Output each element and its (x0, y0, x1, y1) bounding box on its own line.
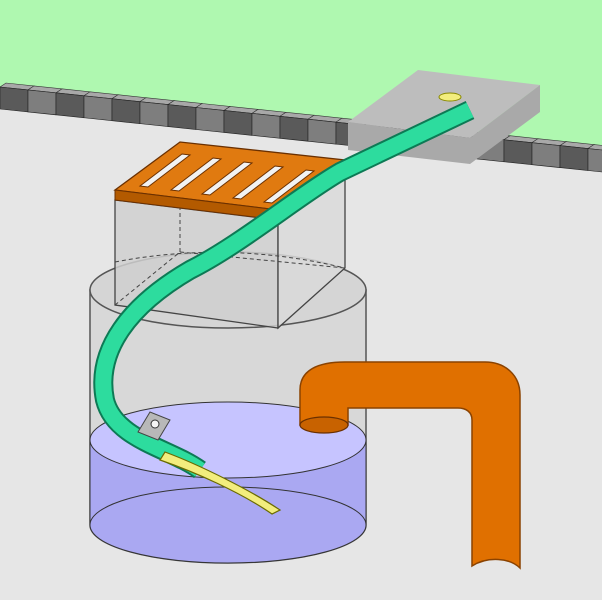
grate-slot (262, 169, 316, 204)
curb-block (559, 145, 589, 171)
grate-slot (200, 161, 254, 196)
curb-row (0, 82, 602, 173)
hose-clamp (137, 411, 171, 441)
curb-block (195, 107, 225, 133)
curb-block (503, 139, 533, 166)
curb-block (279, 115, 309, 142)
grate-slot (169, 157, 223, 192)
hose-fill (95, 102, 474, 477)
curb-block (55, 92, 85, 119)
drip-outlet (159, 451, 282, 515)
curb-block (307, 118, 337, 145)
grate-slot (231, 165, 285, 200)
curb-block (223, 110, 253, 136)
curb-block (83, 95, 113, 122)
curb-block (27, 89, 57, 116)
curb-block (251, 113, 281, 139)
curb-block (531, 142, 561, 168)
curb-block (0, 86, 29, 113)
curb-block (111, 98, 141, 124)
slab-hole (438, 92, 462, 102)
slab-top (348, 70, 540, 138)
pipe-mouth (299, 416, 349, 434)
overflow-slab (348, 70, 540, 164)
curb-block (139, 101, 169, 127)
clamp-bolt (150, 419, 160, 429)
grate-slot (138, 153, 192, 188)
curb-block (587, 148, 602, 173)
curb-block (167, 104, 197, 130)
pipe-body (299, 361, 521, 570)
grate-slots (138, 153, 316, 204)
pipe-icon (299, 361, 521, 570)
slab-front (470, 85, 540, 164)
